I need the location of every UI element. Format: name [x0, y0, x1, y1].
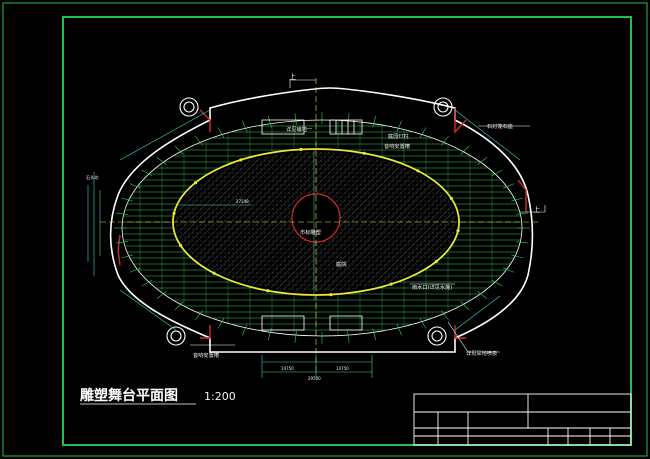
- label-courtyard: 庭院: [336, 260, 347, 268]
- radial-tick: [419, 127, 427, 139]
- radial-tick: [115, 212, 128, 215]
- radial-tick: [502, 183, 515, 189]
- ellipse-node-dot: [362, 151, 366, 155]
- radial-tick: [195, 135, 203, 146]
- radial-tick: [396, 323, 402, 336]
- dim-inner-left: 27248: [236, 199, 249, 204]
- north-marker-top: 上: [289, 72, 296, 81]
- radial-tick: [217, 317, 225, 329]
- radial-tick: [121, 197, 133, 202]
- ellipse-node-dot: [329, 293, 333, 297]
- radial-tick: [294, 112, 297, 125]
- radial-tick: [267, 115, 272, 128]
- radial-tick: [460, 301, 470, 311]
- radial-tick: [419, 317, 427, 329]
- radial-tick: [516, 241, 529, 244]
- label-sculpture: 市标雕塑: [300, 228, 321, 236]
- north-marker-right: 上: [533, 205, 540, 214]
- radial-tick: [511, 254, 523, 259]
- ellipse-node-dot: [193, 181, 198, 185]
- radial-tick: [242, 323, 248, 336]
- ellipse-node-dot: [212, 271, 216, 275]
- ellipse-node-dot: [299, 147, 303, 151]
- radial-tick: [491, 169, 503, 177]
- ellipse-node-dots: [172, 147, 460, 297]
- radial-tick: [174, 145, 184, 155]
- radial-tick: [372, 115, 377, 128]
- ellipse-node-dot: [179, 244, 183, 248]
- label-left-note: 石头坎: [86, 174, 99, 181]
- center-axis-lines: [100, 78, 540, 372]
- label-garden-light: 庭园灯柱: [388, 132, 409, 140]
- dimension-lines: [87, 109, 521, 378]
- radial-tick: [441, 310, 449, 321]
- radial-tick: [441, 135, 449, 146]
- radial-tick: [460, 145, 470, 155]
- radial-tick: [294, 331, 297, 344]
- dimension-labels: 14750 29500 14750 27248: [236, 199, 349, 381]
- drawing-frame: [62, 16, 632, 446]
- radial-tick: [156, 157, 167, 165]
- ellipse-node-dot: [456, 229, 460, 233]
- radial-tick: [156, 291, 167, 299]
- top-stair-blocks: [261, 119, 363, 331]
- radial-tick: [242, 120, 248, 133]
- radial-tick: [491, 279, 503, 287]
- dim-bottom-right: 14750: [336, 366, 349, 371]
- radial-tick: [129, 183, 142, 189]
- ellipse-node-dot: [389, 282, 393, 286]
- annotation-labels: 上 上 详见铺地一 庭园灯柱 音响安置槽 石灯笼石座 市标雕塑 庭院 雨水口(详…: [86, 72, 540, 359]
- outline-radial-ticks: [114, 112, 530, 344]
- radial-tick: [141, 279, 153, 287]
- radial-tick: [477, 157, 488, 165]
- radial-tick: [396, 120, 402, 133]
- corner-red-accents: [117, 108, 527, 339]
- label-stone-lamp: 石灯笼石座: [487, 122, 513, 130]
- dim-bottom-left: 14750: [281, 366, 294, 371]
- title-block: [413, 393, 632, 446]
- dim-bottom-center: 29500: [308, 376, 321, 381]
- radial-tick: [372, 328, 377, 341]
- ellipse-node-dot: [172, 211, 176, 215]
- drawing-scale: 1:200: [204, 390, 236, 403]
- ellipse-node-dot: [449, 196, 453, 200]
- label-paving-detail: 详见铺地一: [286, 125, 312, 133]
- ellipse-node-dot: [239, 158, 243, 162]
- radial-tick: [195, 310, 203, 321]
- leader-lines: [190, 79, 546, 353]
- radial-tick: [502, 267, 515, 273]
- radial-tick: [129, 267, 142, 273]
- radial-tick: [267, 328, 272, 341]
- label-speaker-bottom: 音响安置槽: [193, 351, 219, 359]
- drawing-title: 雕塑舞台平面图: [80, 387, 178, 404]
- ellipse-node-dot: [434, 259, 439, 263]
- radial-tick: [477, 291, 488, 299]
- radial-tick: [121, 254, 133, 259]
- label-fountain: 详见旱地喷泉: [466, 349, 498, 357]
- radial-tick: [511, 197, 523, 202]
- radial-tick: [516, 212, 529, 215]
- ellipse-node-dot: [266, 289, 270, 293]
- radial-tick: [141, 169, 153, 177]
- radial-tick: [174, 301, 184, 311]
- radial-tick: [347, 331, 350, 344]
- label-speaker-top: 音响安置槽: [384, 142, 410, 150]
- label-drain: 雨水口(详见水施): [412, 283, 452, 291]
- radial-tick: [115, 241, 128, 244]
- radial-tick: [217, 127, 225, 139]
- corner-lamp-circles: [166, 97, 453, 346]
- ellipse-node-dot: [416, 169, 420, 173]
